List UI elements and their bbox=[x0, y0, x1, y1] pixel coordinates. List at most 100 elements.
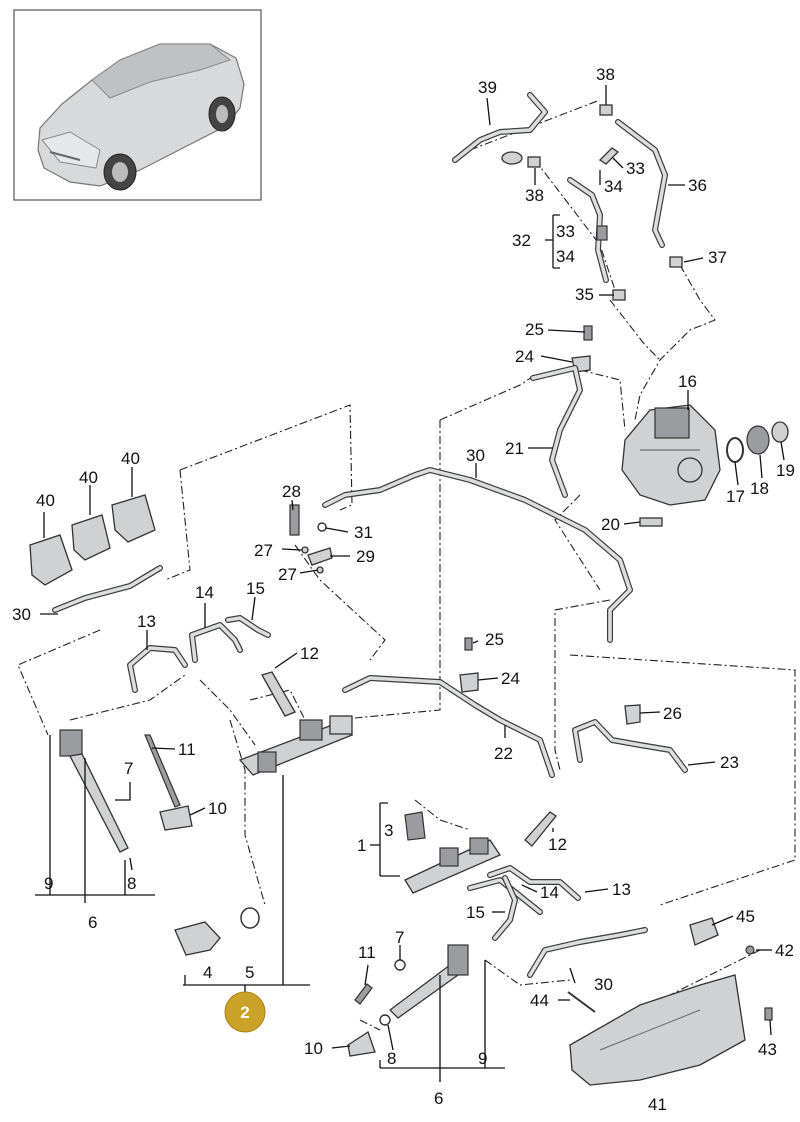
label-29: 29 bbox=[356, 547, 375, 566]
label-27-top: 27 bbox=[254, 541, 273, 560]
label-38-bottom: 38 bbox=[525, 186, 544, 205]
label-40-right: 40 bbox=[121, 449, 140, 468]
label-22: 22 bbox=[494, 744, 513, 763]
label-35: 35 bbox=[575, 285, 594, 304]
heat-shields-40 bbox=[29, 494, 156, 586]
bracket-26 bbox=[624, 704, 641, 725]
sensor-4 bbox=[174, 921, 221, 956]
label-1: 1 bbox=[357, 836, 366, 855]
bracket-45 bbox=[689, 917, 719, 946]
label-19: 19 bbox=[776, 461, 795, 480]
car-suv-icon bbox=[37, 43, 245, 191]
clamp-29 bbox=[307, 547, 333, 566]
label-23: 23 bbox=[720, 753, 739, 772]
label-3: 3 bbox=[384, 821, 393, 840]
label-37: 37 bbox=[708, 248, 727, 267]
label-7-left: 7 bbox=[124, 759, 133, 778]
label-34-bottom: 34 bbox=[556, 247, 575, 266]
line-22 bbox=[342, 675, 555, 778]
label-30-left: 30 bbox=[12, 605, 31, 624]
fuel-rail-2 bbox=[238, 715, 354, 776]
label-15-upper: 15 bbox=[246, 579, 265, 598]
leader-lines bbox=[40, 85, 785, 1051]
label-32: 32 bbox=[512, 231, 531, 250]
label-31: 31 bbox=[354, 523, 373, 542]
label-11-lower: 11 bbox=[358, 943, 376, 962]
bolt-43 bbox=[764, 1007, 773, 1021]
label-40-left: 40 bbox=[36, 491, 55, 510]
label-26: 26 bbox=[663, 704, 682, 723]
nut-19 bbox=[771, 421, 789, 443]
injector-6-lower bbox=[389, 944, 469, 1019]
label-21: 21 bbox=[505, 439, 524, 458]
nut-42 bbox=[745, 945, 755, 955]
sensor-12-lower bbox=[524, 811, 557, 847]
label-25-top: 25 bbox=[525, 320, 544, 339]
line-23 bbox=[572, 719, 688, 773]
label-43: 43 bbox=[758, 1040, 777, 1059]
label-4: 4 bbox=[203, 963, 212, 982]
clip-38-bottom bbox=[527, 156, 541, 168]
assembly-badge: 2 bbox=[224, 991, 266, 1033]
clamp-10-left bbox=[159, 805, 193, 831]
label-34-top: 34 bbox=[604, 177, 623, 196]
label-20: 20 bbox=[601, 515, 620, 534]
part-shapes bbox=[29, 92, 789, 1086]
badge-text: 2 bbox=[240, 1003, 249, 1022]
bolt-28 bbox=[289, 504, 300, 536]
label-36: 36 bbox=[688, 176, 707, 195]
label-39: 39 bbox=[478, 78, 497, 97]
label-7-lower: 7 bbox=[395, 928, 404, 947]
label-5: 5 bbox=[245, 963, 254, 982]
label-44: 44 bbox=[530, 991, 549, 1010]
label-24-mid: 24 bbox=[501, 669, 520, 688]
assembly-dash-lines bbox=[17, 99, 796, 1031]
connector-33-34 bbox=[598, 147, 620, 165]
label-6-lower: 6 bbox=[434, 1089, 443, 1108]
callout-labels: 39 38 33 34 38 36 32 33 34 37 35 25 24 1… bbox=[12, 65, 795, 1114]
label-45: 45 bbox=[736, 907, 755, 926]
label-30-main: 30 bbox=[466, 446, 485, 465]
label-38-top: 38 bbox=[596, 65, 615, 84]
ring-31 bbox=[317, 522, 327, 532]
label-13-lower: 13 bbox=[612, 880, 631, 899]
label-42: 42 bbox=[775, 941, 794, 960]
clamp-10-lower bbox=[347, 1031, 376, 1057]
group-brackets bbox=[35, 214, 560, 1082]
label-40-mid: 40 bbox=[79, 468, 98, 487]
sensor-12-upper bbox=[261, 671, 296, 717]
label-8-lower: 8 bbox=[387, 1049, 396, 1068]
vehicle-thumbnail bbox=[13, 9, 262, 201]
label-28: 28 bbox=[282, 482, 301, 501]
label-16: 16 bbox=[678, 372, 697, 391]
label-27-bottom: 27 bbox=[278, 565, 297, 584]
label-33-bottom: 33 bbox=[556, 222, 575, 241]
badge-circle bbox=[224, 991, 266, 1033]
seal-5 bbox=[240, 907, 260, 929]
line-14-upper bbox=[189, 622, 243, 663]
label-15-lower: 15 bbox=[466, 903, 485, 922]
bracket-24-mid bbox=[459, 672, 479, 693]
bolt-25-mid bbox=[464, 637, 473, 651]
seal-18 bbox=[746, 425, 770, 455]
label-13-upper: 13 bbox=[137, 612, 156, 631]
label-11-left: 11 bbox=[178, 740, 196, 759]
bolt-20 bbox=[639, 517, 663, 527]
label-24-top: 24 bbox=[515, 347, 534, 366]
label-8-left: 8 bbox=[127, 874, 136, 893]
bolt-11-lower bbox=[354, 983, 373, 1005]
label-6-left: 6 bbox=[88, 913, 97, 932]
label-33-top: 33 bbox=[626, 159, 645, 178]
label-18: 18 bbox=[750, 479, 769, 498]
label-17: 17 bbox=[726, 487, 745, 506]
label-25-mid: 25 bbox=[485, 630, 504, 649]
label-9-lower: 9 bbox=[478, 1049, 487, 1068]
label-14-lower: 14 bbox=[540, 883, 559, 902]
label-12-upper: 12 bbox=[300, 644, 319, 663]
injector-6-left bbox=[59, 729, 129, 853]
label-14-upper: 14 bbox=[195, 583, 214, 602]
label-9-left: 9 bbox=[44, 874, 53, 893]
label-10-lower: 10 bbox=[304, 1039, 323, 1058]
clip-35 bbox=[612, 289, 626, 301]
